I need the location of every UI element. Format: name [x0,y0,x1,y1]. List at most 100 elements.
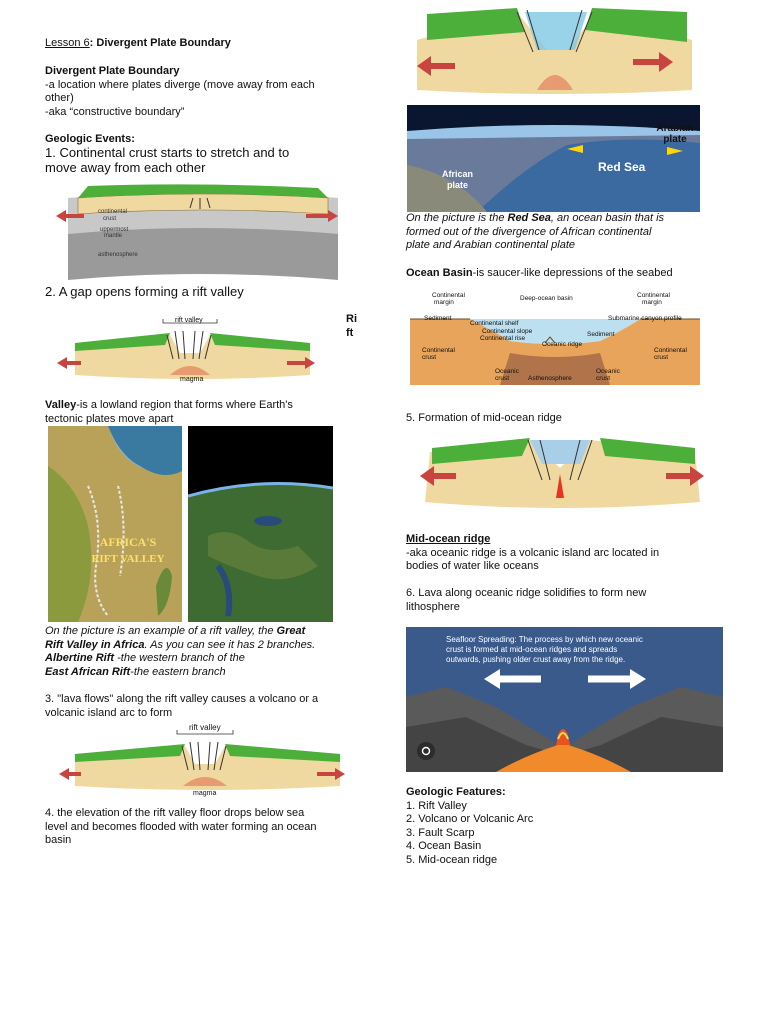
caption-text: On the picture is the [406,212,508,224]
red-sea-caption: On the picture is the Red Sea, an ocean … [406,212,736,253]
rift-block-diagram [407,0,700,103]
caption-bold: Albertine Rift [45,652,115,664]
map-title: RIFT VALLEY [91,553,164,565]
africa-rift-map: AFRICA'S RIFT VALLEY [48,426,182,622]
lens-icon [421,746,431,756]
lesson-topic: : Divergent Plate Boundary [89,37,231,49]
label-continental-slope: Continental slope [482,328,533,335]
label-arabian-plate: plate [663,134,687,145]
geologic-features: Geologic Features: 1. Rift Valley 2. Vol… [406,786,726,867]
arrow-right-icon [659,52,673,72]
rift-valley-diagram: rift valley magma [55,313,325,393]
seafloor-spreading-image: Seafloor Spreading: The process by which… [406,627,723,772]
event-1-line: move away from each other [45,159,206,175]
event-6-line: 6. Lava along oceanic ridge solidifies t… [406,587,647,599]
map-title: AFRICA'S [100,535,157,549]
feature-item: 1. Rift Valley [406,799,467,812]
feature-item: 5. Mid-ocean ridge [406,853,498,866]
caption-text: formed out of the divergence of African … [406,225,652,238]
rift-fragment-line: ft [346,326,354,339]
mid-ocean-ridge-diagram [410,428,715,528]
label-continental-crust: Continental [654,347,687,354]
ocean-basin-term: Ocean Basin [406,267,473,279]
rift-fragment-line: Ri [346,313,357,325]
ocean-basin-definition: Ocean Basin-is saucer-like depressions o… [406,267,673,281]
arrow-left-icon [417,56,431,76]
crust-stretch-diagram: continental crust uppermost mantle asthe… [48,176,355,286]
valley-def-text: tectonic plates move apart [45,412,174,425]
valley-def-text: -is a lowland region that forms where Ea… [76,399,293,411]
arrow-right-icon [690,466,704,486]
africa-caption: On the picture is an example of a rift v… [45,625,375,679]
definition-line: other) [45,92,74,104]
definition-line: -aka “constructive boundary” [45,105,185,118]
event-2: 2. A gap opens forming a rift valley [45,284,244,299]
label-african-plate: plate [447,180,468,190]
mid-ocean-ridge-definition: Mid-ocean ridge -aka oceanic ridge is a … [406,533,736,574]
seafloor-title: crust is formed at mid-ocean ridges and … [446,645,617,654]
ocean-basin-def: -is saucer-like depressions of the seabe… [472,267,673,279]
feature-item: 4. Ocean Basin [406,840,482,852]
event-1: 1. Continental crust starts to stretch a… [45,145,289,175]
label-asthenosphere: Asthenosphere [528,375,572,382]
event-3-line: volcanic island arc to form [45,706,173,719]
label-oceanic-crust: Oceanic [596,368,621,375]
caption-text: , an ocean basin that is [550,212,665,224]
valley-term: Valley [45,399,77,411]
definition-block: Divergent Plate Boundary -a location whe… [45,65,375,119]
label-continental-shelf: Continental shelf [470,320,519,327]
label-magma: magma [180,376,203,383]
arrow-left-icon [59,768,69,780]
seafloor-title: outwards, pushing older crust away from … [446,655,625,664]
mid-ocean-ridge-term: Mid-ocean ridge [406,533,491,545]
mid-ocean-ridge-def: -aka oceanic ridge is a volcanic island … [406,546,660,559]
label-uppermost: uppermost [100,227,129,233]
label-arabian-plate: Arabian [656,123,693,134]
rift-fragment: Ri ft [346,313,357,340]
arrow-right-icon [328,210,338,222]
volcano-rift-diagram: rift valley magma [55,720,355,805]
label-continental-margin: margin [642,299,662,306]
caption-text: -the western branch of the [114,652,245,664]
definition-heading: Divergent Plate Boundary [45,65,180,77]
label-oceanic-ridge: Oceanic ridge [542,341,582,348]
arrow-left-icon [57,357,67,369]
seafloor-title: Seafloor Spreading: The process by which… [446,635,643,644]
caption-text: . As you can see it has 2 branches. [144,638,316,651]
label-sediment: Sediment [587,331,615,338]
caption-bold: East African Rift [45,665,131,678]
event-4-line: basin [45,834,72,846]
event-4: 4. the elevation of the rift valley floo… [45,807,375,848]
earth-satellite-image [188,426,333,622]
event-6-line: lithosphere [406,600,460,613]
events-heading: Geologic Events: [45,133,135,145]
arrow-right-icon [630,669,646,689]
label-continental-crust: Continental [422,347,455,354]
feature-item: 3. Fault Scarp [406,826,475,839]
red-sea-satellite-image: Arabian plate Red Sea African plate [407,105,700,212]
label-oceanic-crust: crust [495,375,509,382]
label-african-plate: African [442,169,473,179]
event-4-line: 4. the elevation of the rift valley floo… [45,807,305,819]
label-rift-valley: rift valley [175,317,203,324]
label-oceanic-crust: crust [596,375,610,382]
label-continental-margin: Continental [432,292,465,299]
event-3-line: 3. "lava flows" along the rift valley ca… [45,693,319,705]
label-red-sea: Red Sea [598,160,646,174]
label-continental-crust: crust [654,354,668,361]
caption-bold: Rift Valley in Africa [45,638,145,651]
label-continental-crust: crust [422,354,436,361]
arrow-left-icon [56,210,66,222]
label-rift-valley: rift valley [189,723,221,732]
label-mantle: mantle [104,233,123,239]
event-6: 6. Lava along oceanic ridge solidifies t… [406,587,736,614]
arrow-left-icon [484,669,500,689]
label-deep-ocean-basin: Deep-ocean basin [520,295,573,302]
label-continental: continental [98,209,127,215]
mid-ocean-ridge-def: bodies of water like oceans [406,560,539,572]
caption-text: plate and Arabian continental plate [406,239,575,251]
label-continental-margin: Continental [637,292,670,299]
caption-text: On the picture is an example of a rift v… [45,625,277,637]
arrow-left-icon [567,145,583,153]
label-oceanic-crust: Oceanic [495,368,520,375]
